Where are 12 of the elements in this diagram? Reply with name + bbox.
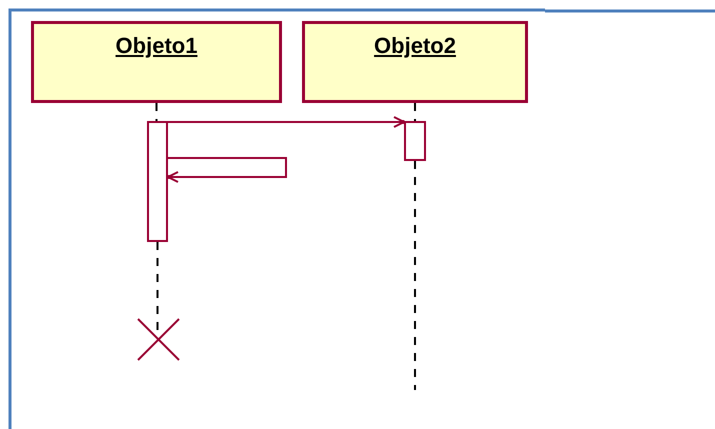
message-arrow xyxy=(166,157,287,183)
lifeline xyxy=(414,161,416,390)
object-box xyxy=(31,21,282,103)
activation-bar xyxy=(147,121,168,242)
lifeline xyxy=(414,103,416,121)
activation-bar xyxy=(404,121,426,161)
message-arrow xyxy=(168,116,406,128)
object-name: Objeto2 xyxy=(374,32,456,60)
object-name: Objeto1 xyxy=(116,32,198,60)
lifeline xyxy=(156,103,158,121)
destroy-cross xyxy=(137,318,180,361)
object-box xyxy=(302,21,528,103)
